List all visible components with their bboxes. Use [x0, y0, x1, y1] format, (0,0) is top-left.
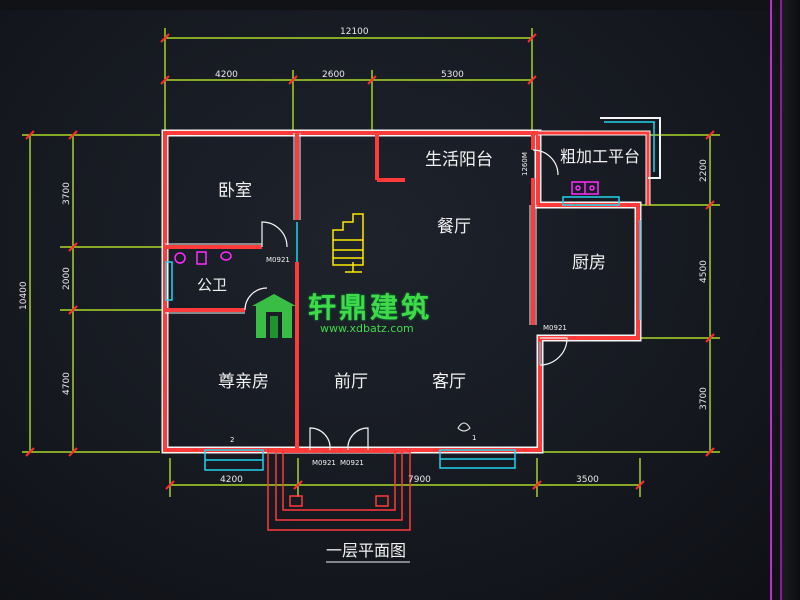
prep-platform-window	[600, 117, 661, 179]
room-balcony: 生活阳台	[425, 150, 493, 170]
dim-top-seg-2: 2600	[322, 70, 345, 80]
room-living: 客厅	[432, 372, 466, 392]
plant-symbol	[457, 422, 471, 432]
door-tag-foyer-left: M0921	[312, 459, 336, 467]
dim-top-seg-1: 4200	[215, 70, 238, 80]
room-foyer: 前厅	[334, 372, 368, 392]
room-kitchen: 厨房	[572, 253, 606, 273]
dim-right-seg-2: 4500	[699, 260, 709, 283]
brand-logo-icon	[252, 294, 296, 338]
door-tag-kitchen: M0921	[543, 324, 567, 332]
watermark-url: www.xdbatz.com	[320, 322, 414, 335]
dim-top-total: 12100	[340, 27, 369, 37]
watermark-brand: 轩鼎建筑	[308, 291, 433, 324]
dim-left-seg-2: 2000	[62, 267, 72, 290]
drawing-frame-inner-border	[780, 0, 782, 600]
dim-left-total: 10400	[19, 281, 29, 310]
room-elder: 尊亲房	[218, 372, 269, 392]
window-number-living: 1	[472, 434, 476, 442]
door-tag-balcony: 1260M	[521, 152, 529, 176]
entrance-steps	[267, 451, 411, 531]
dim-left-seg-3: 4700	[62, 372, 72, 395]
dim-left-seg-1: 3700	[62, 182, 72, 205]
windows	[165, 196, 641, 471]
room-bedroom: 卧室	[218, 181, 252, 201]
dim-bottom-seg-3: 3500	[576, 475, 599, 485]
door-tag-bedroom: M0921	[266, 256, 290, 264]
dim-right-seg-1: 2200	[699, 159, 709, 182]
dim-bottom-seg-2: 7900	[408, 475, 431, 485]
dimension-lines	[22, 28, 720, 497]
top-bezel	[0, 0, 800, 10]
watermark: 轩鼎建筑 www.xdbatz.com	[248, 286, 468, 342]
window-number-elder: 2	[230, 436, 234, 444]
staircase	[332, 213, 364, 273]
monitor-bezel	[782, 0, 800, 600]
dim-right-seg-3: 3700	[699, 387, 709, 410]
dimension-ticks	[25, 33, 715, 490]
room-bathroom: 公卫	[197, 276, 227, 294]
door-frames	[296, 222, 541, 365]
plan-title: 一层平面图	[326, 541, 406, 560]
plumbing-fixtures	[174, 181, 599, 265]
dim-top-seg-3: 5300	[441, 70, 464, 80]
drawing-frame-border	[770, 0, 772, 600]
dim-bottom-seg-1: 4200	[220, 475, 243, 485]
door-tag-foyer-right: M0921	[340, 459, 364, 467]
room-prep-platform: 粗加工平台	[560, 147, 640, 166]
room-dining: 餐厅	[437, 217, 471, 237]
doors	[244, 149, 568, 451]
walls	[161, 129, 651, 454]
